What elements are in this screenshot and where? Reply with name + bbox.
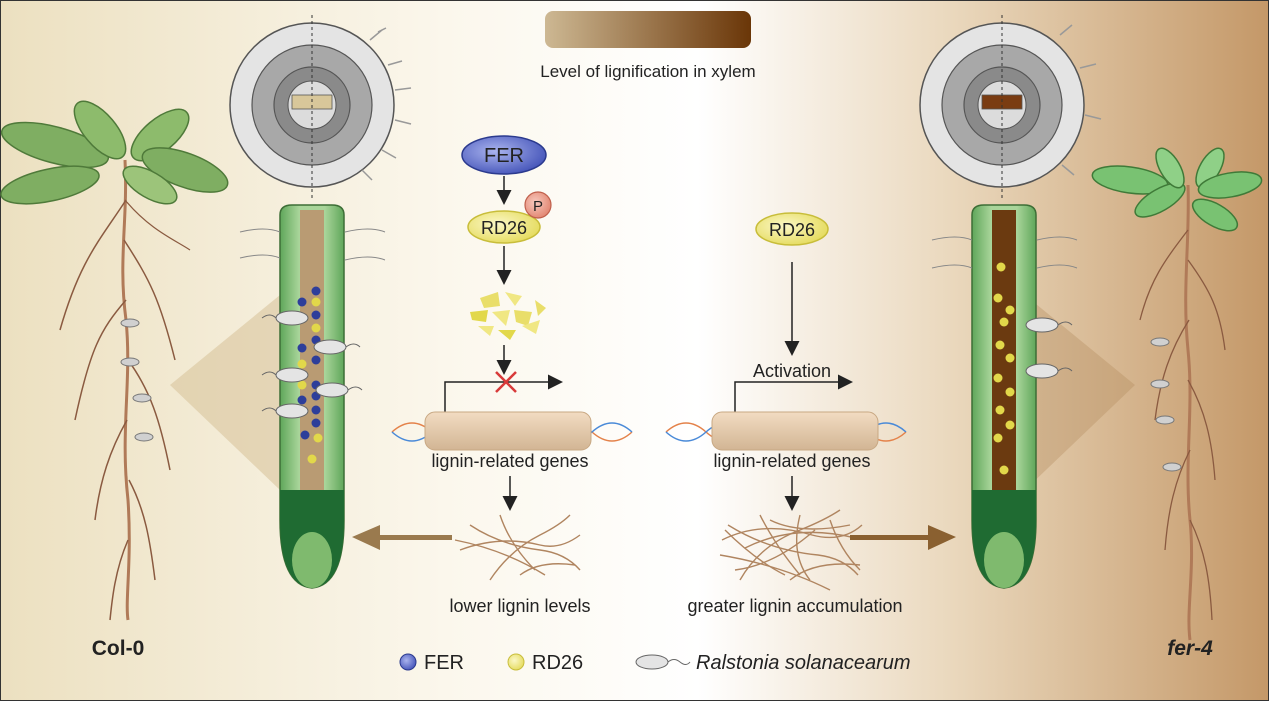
blocked-promoter-arrow	[444, 374, 563, 412]
phospho-circle	[524, 191, 552, 219]
lignification-bar-label: Level of lignification in xylem	[540, 62, 755, 81]
outcome-label-right: greater lignin accumulation	[687, 596, 902, 616]
rd26-oval-left	[467, 210, 541, 244]
legend-bacterium-icon	[635, 654, 669, 670]
zoom-cone-left	[170, 295, 280, 490]
legend-fer-label: FER	[424, 652, 464, 674]
legend-fer-swatch	[399, 653, 417, 671]
col0-plant	[0, 100, 229, 621]
genes-label-right: lignin-related genes	[713, 451, 870, 471]
zoom-cone-right	[1025, 295, 1135, 490]
activation-label: Activation	[753, 361, 831, 381]
rd26-oval-right	[755, 212, 829, 246]
lignin-fibers-dense	[719, 509, 863, 591]
fer-oval	[461, 135, 547, 175]
fer4-dots	[993, 262, 1015, 475]
legend-bacterium-flagellum	[667, 659, 691, 665]
legend-rd26-label: RD26	[532, 652, 583, 674]
phospho-label: P	[533, 198, 543, 215]
block-x-mark	[495, 371, 517, 393]
rd26-oval-right-label: RD26	[769, 220, 815, 240]
activation-promoter-arrow	[734, 374, 853, 412]
fer4-plant	[1091, 147, 1263, 641]
legend-rd26-swatch	[507, 653, 525, 671]
col0-label: Col-0	[92, 637, 145, 660]
fer4-cross-section	[919, 15, 1102, 200]
fer4-label: fer-4	[1167, 637, 1213, 660]
lignification-gradient-bar	[545, 11, 751, 48]
col0-cross-section	[229, 15, 412, 200]
outcome-label-left: lower lignin levels	[449, 596, 590, 616]
rd26-oval-left-label: RD26	[481, 218, 527, 238]
col0-bacteria	[261, 310, 363, 419]
legend: FER RD26 Ralstonia solanacearum	[399, 652, 911, 674]
rd26-fragments	[470, 292, 546, 340]
gene-block-left	[424, 411, 592, 451]
fer-oval-label: FER	[484, 145, 524, 167]
gene-block-right	[711, 411, 879, 451]
lignin-fibers-sparse	[454, 514, 581, 581]
legend-bacterium-label: Ralstonia solanacearum	[696, 652, 911, 674]
arrow-to-fer4-root	[850, 525, 956, 550]
arrow-to-col0-root	[352, 525, 452, 550]
genes-label-left: lignin-related genes	[431, 451, 588, 471]
fer4-bacteria	[1025, 317, 1073, 379]
